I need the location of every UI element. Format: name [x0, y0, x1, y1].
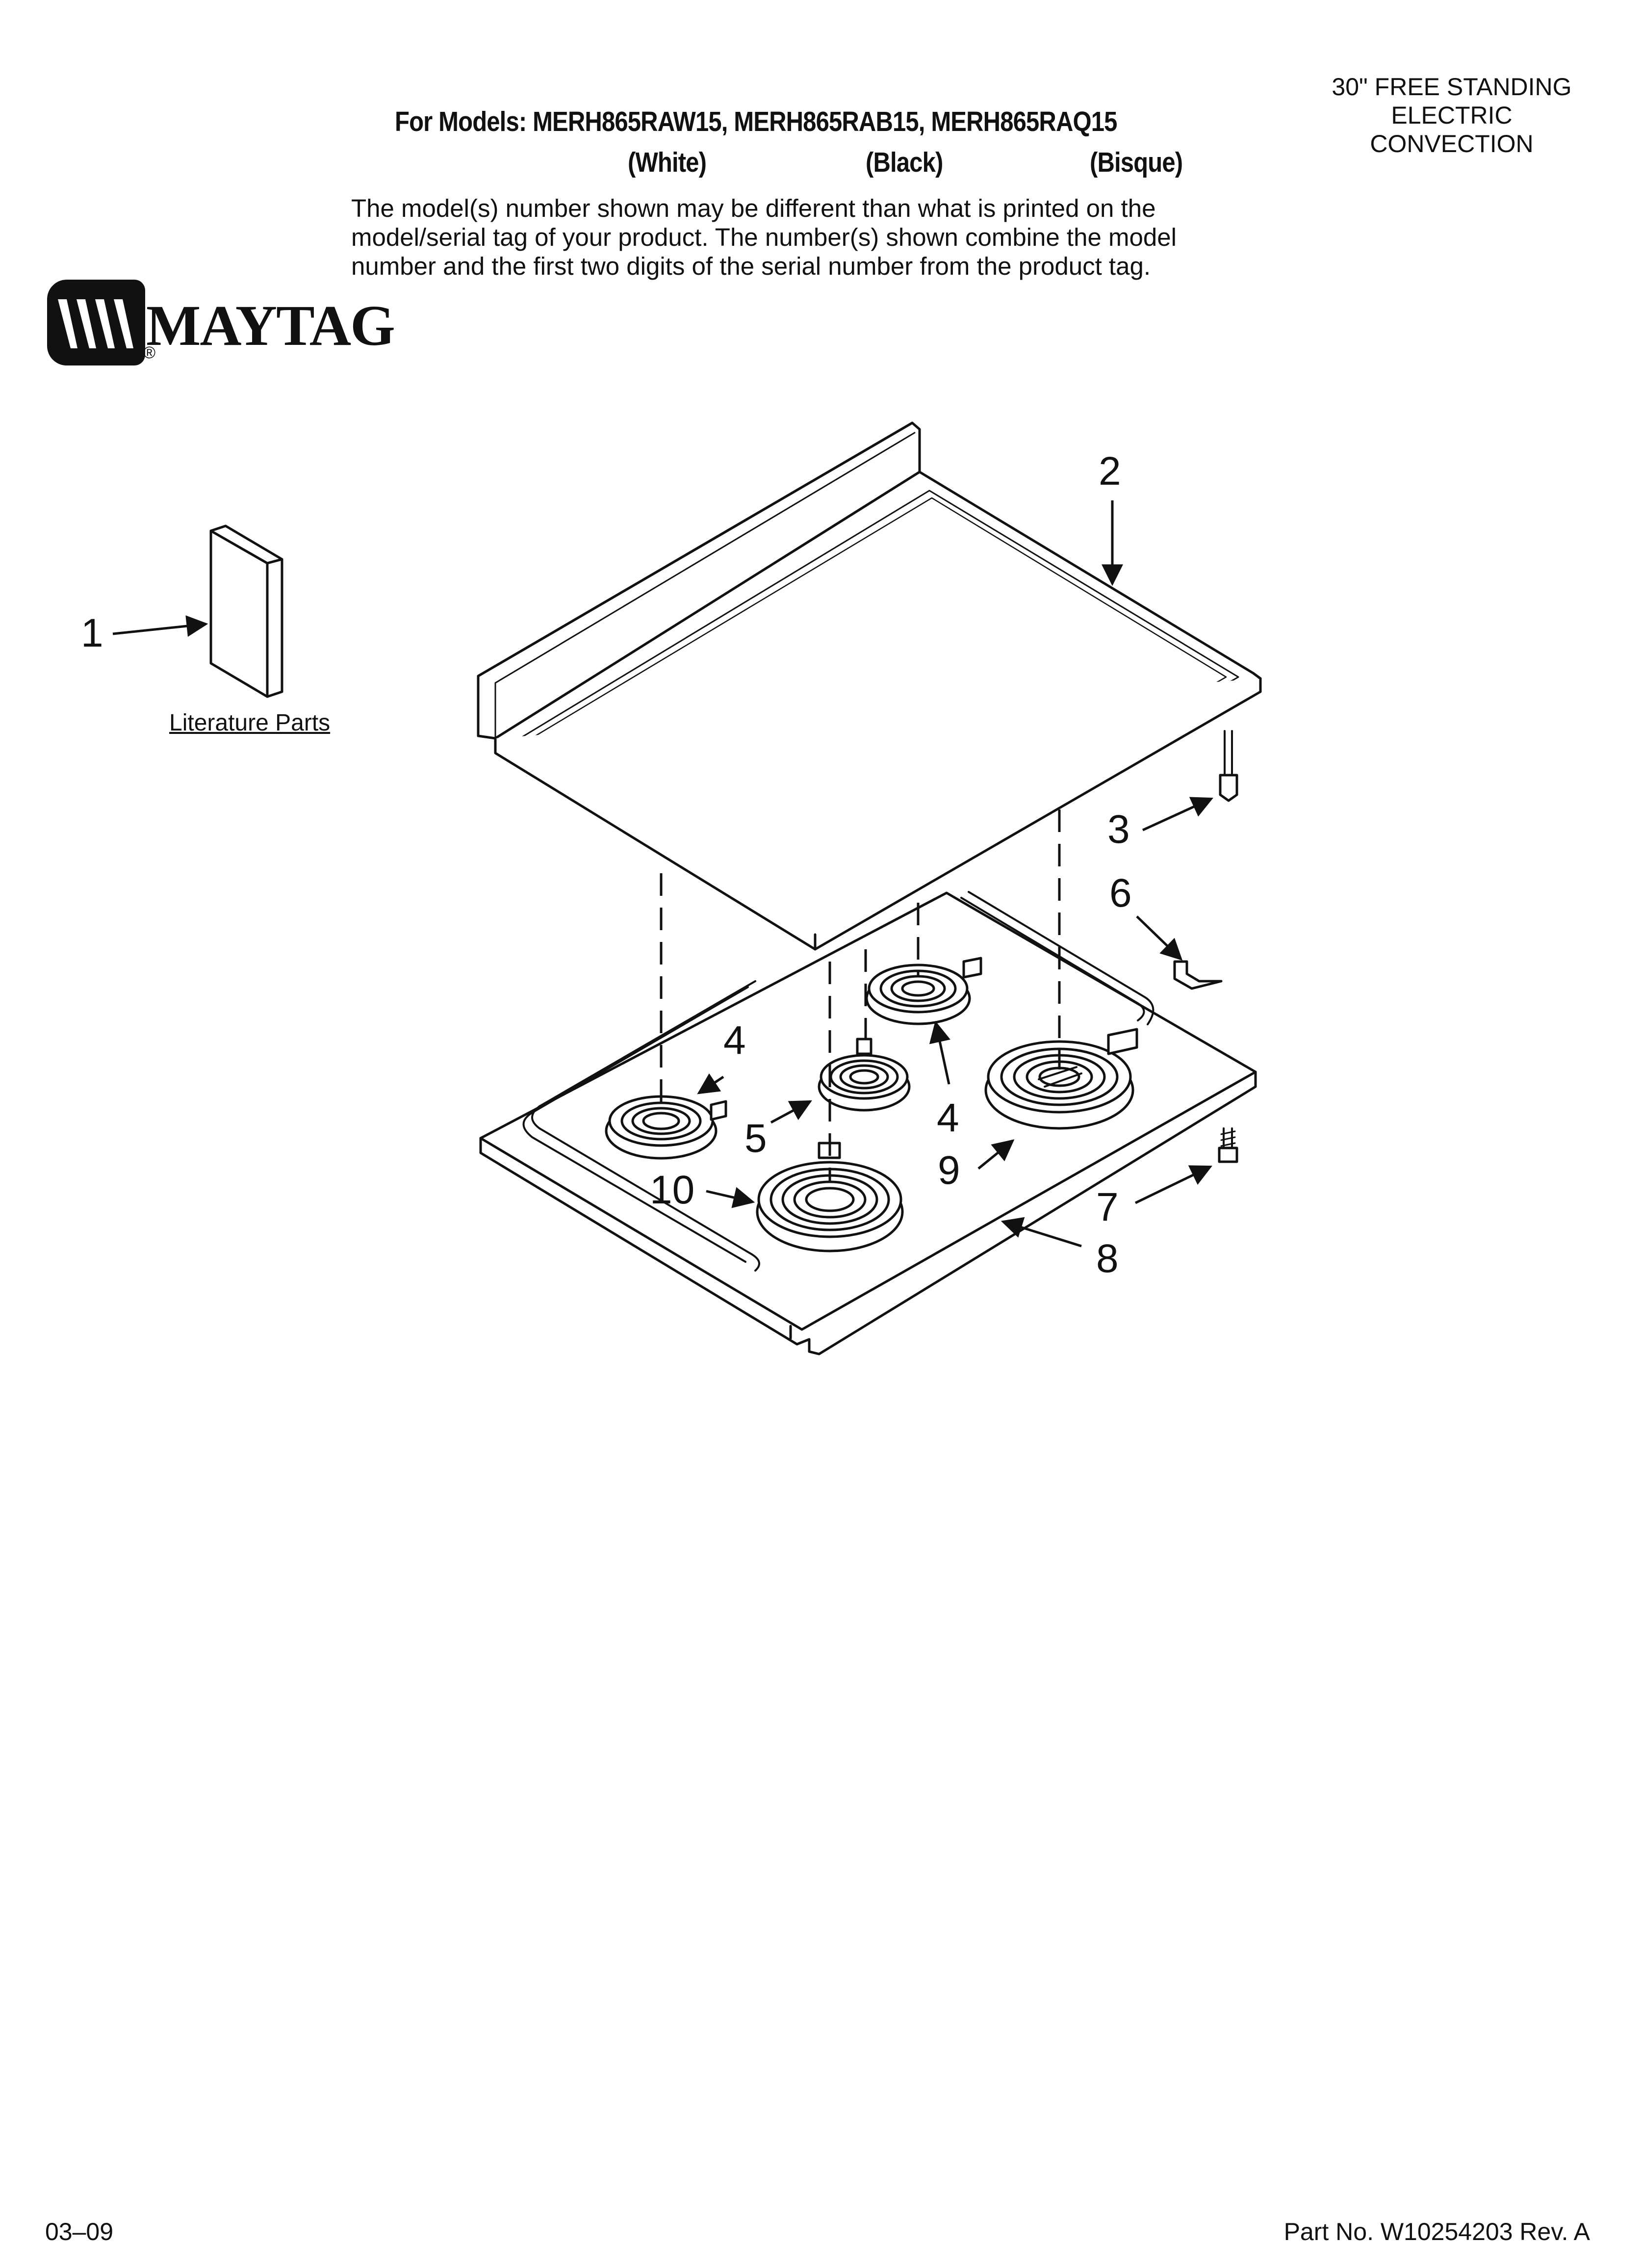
callout-8: 8 — [1096, 1236, 1119, 1281]
brand-logo-waves-icon — [58, 299, 133, 348]
surface-element-left — [605, 1095, 727, 1160]
color-black: (Black) — [866, 147, 943, 178]
category-line-1: 30" FREE STANDING — [1332, 73, 1572, 101]
footer-date: 03–09 — [45, 2218, 114, 2245]
bumper-part — [1219, 730, 1238, 802]
callout-1: 1 — [81, 611, 103, 655]
description-line-1: The model(s) number shown may be differe… — [351, 194, 1156, 222]
description-line-3: number and the first two digits of the s… — [351, 252, 1151, 280]
callout-2: 2 — [1099, 449, 1121, 494]
surface-element-rear — [865, 957, 982, 1025]
callout-5: 5 — [744, 1116, 767, 1161]
mounting-screw — [1218, 1127, 1238, 1163]
alignment-lines — [660, 809, 1061, 1182]
description-line-2: model/serial tag of your product. The nu… — [351, 223, 1177, 251]
surface-element-center — [818, 1038, 911, 1112]
brand-logo-mark — [47, 280, 145, 365]
callout-leaders — [112, 500, 1214, 1248]
literature-parts-label[interactable]: Literature Parts — [169, 710, 331, 736]
callout-3: 3 — [1107, 807, 1130, 852]
callout-7: 7 — [1096, 1185, 1119, 1229]
callout-9: 9 — [938, 1148, 960, 1193]
category-line-2: ELECTRIC — [1391, 102, 1513, 129]
callout-4-left: 4 — [723, 1018, 746, 1063]
cooktop-main-top — [477, 421, 1262, 951]
description: The model(s) number shown may be differe… — [351, 194, 1177, 281]
cooktop-base-panel — [479, 891, 1257, 1356]
color-bisque: (Bisque) — [1090, 147, 1183, 178]
category-line-3: CONVECTION — [1370, 130, 1534, 157]
brand-name: MAYTAG — [146, 293, 395, 358]
product-category: 30" FREE STANDING ELECTRIC CONVECTION — [1305, 73, 1599, 158]
models-line: For Models: MERH865RAW15, MERH865RAB15, … — [395, 106, 1117, 137]
surface-element-right — [984, 1028, 1138, 1130]
footer-part-number: Part No. W10254203 Rev. A — [1283, 2218, 1590, 2245]
surface-element-front-large — [756, 1142, 904, 1252]
callout-6: 6 — [1109, 871, 1132, 915]
color-white: (White) — [628, 147, 707, 178]
wire-clip — [1173, 960, 1223, 990]
callout-10: 10 — [650, 1168, 695, 1212]
literature-booklet — [209, 524, 283, 698]
callout-4-rear: 4 — [937, 1095, 959, 1140]
registered-mark: ® — [143, 343, 156, 362]
